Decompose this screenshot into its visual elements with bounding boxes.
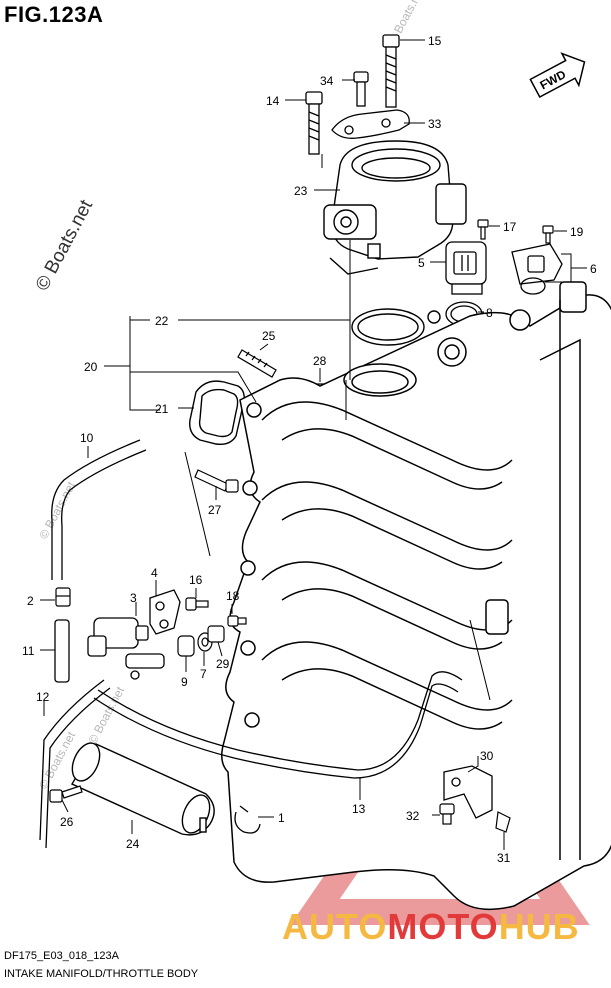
callout-1[interactable]: 1: [278, 811, 285, 825]
callout-31[interactable]: 31: [497, 851, 511, 865]
gasket-22[interactable]: [351, 308, 441, 346]
bolt-27[interactable]: [194, 469, 239, 493]
callout-6[interactable]: 6: [590, 262, 597, 276]
callout-33[interactable]: 33: [428, 117, 442, 131]
bolt-15[interactable]: [382, 34, 400, 108]
bolt-26[interactable]: [49, 785, 83, 803]
o-ring-6[interactable]: [520, 277, 546, 295]
gasket-21[interactable]: [189, 380, 245, 446]
callout-29[interactable]: 29: [216, 657, 230, 671]
stud-25[interactable]: [237, 349, 277, 378]
callout-15[interactable]: 15: [428, 34, 442, 48]
callout-23[interactable]: 23: [294, 184, 308, 198]
callout-19[interactable]: 19: [570, 225, 584, 239]
leader-lines: [40, 39, 587, 850]
canister-24[interactable]: [67, 739, 215, 837]
hose-10[interactable]: [51, 439, 147, 580]
valve-3[interactable]: [87, 617, 165, 680]
clip-1[interactable]: [234, 805, 261, 834]
bolt-18[interactable]: [227, 615, 247, 627]
callout-labels: 1 2 3 4 5 6 7 8 9 10 11 12 13 14 15 16 1…: [22, 34, 597, 865]
callout-9[interactable]: 9: [181, 675, 188, 689]
callout-13[interactable]: 13: [352, 802, 366, 816]
bolt-14[interactable]: [305, 91, 323, 155]
callout-32[interactable]: 32: [406, 809, 420, 823]
fwd-arrow-icon: FWD: [529, 52, 586, 99]
callout-30[interactable]: 30: [480, 749, 494, 763]
brand-wordmark: AUTOMOTOHUB: [282, 906, 580, 948]
callout-20[interactable]: 20: [84, 360, 98, 374]
callout-14[interactable]: 14: [266, 94, 280, 108]
callout-17[interactable]: 17: [503, 220, 517, 234]
callout-24[interactable]: 24: [126, 837, 140, 851]
washer-29[interactable]: [207, 625, 225, 643]
callout-25[interactable]: 25: [262, 329, 276, 343]
hose-11[interactable]: [54, 619, 70, 683]
brand-part-auto: AUTO: [282, 906, 388, 947]
callout-5[interactable]: 5: [418, 256, 425, 270]
callout-21[interactable]: 21: [155, 402, 169, 416]
callout-8[interactable]: 8: [486, 306, 493, 320]
bolt-16[interactable]: [185, 597, 209, 611]
hose-13[interactable]: [93, 671, 463, 779]
callout-4[interactable]: 4: [151, 566, 158, 580]
hose-12[interactable]: [39, 679, 111, 849]
callout-26[interactable]: 26: [60, 815, 74, 829]
clip-31[interactable]: [495, 811, 511, 833]
bracket-33[interactable]: [331, 109, 410, 139]
bracket-4[interactable]: [149, 589, 181, 635]
callout-11[interactable]: 11: [22, 644, 35, 658]
figure-code: DF175_E03_018_123A: [4, 950, 119, 962]
screw-17[interactable]: [477, 219, 489, 240]
bolt-32[interactable]: [439, 803, 455, 825]
throttle-body-23[interactable]: [323, 140, 467, 275]
brand-part-moto: MOTO: [387, 906, 499, 947]
callout-12[interactable]: 12: [36, 690, 50, 704]
callout-2[interactable]: 2: [27, 594, 34, 608]
callout-28[interactable]: 28: [313, 354, 327, 368]
intake-manifold[interactable]: [221, 281, 611, 911]
callout-7[interactable]: 7: [200, 667, 207, 681]
joint-2[interactable]: [55, 587, 71, 607]
callout-10[interactable]: 10: [80, 431, 94, 445]
callout-22[interactable]: 22: [155, 314, 169, 328]
watermark-main: © Boats.net: [32, 196, 98, 294]
sensor-5[interactable]: [445, 241, 487, 295]
callout-27[interactable]: 27: [208, 503, 222, 517]
grommet-9[interactable]: [177, 635, 195, 657]
callout-16[interactable]: 16: [189, 573, 203, 587]
brand-part-hub: HUB: [498, 906, 580, 947]
callout-34[interactable]: 34: [320, 74, 334, 88]
callout-3[interactable]: 3: [130, 591, 137, 605]
bolt-34[interactable]: [353, 71, 369, 107]
figure-title: FIG.123A: [4, 2, 104, 27]
callout-18[interactable]: 18: [226, 589, 240, 603]
figure-name: INTAKE MANIFOLD/THROTTLE BODY: [4, 968, 199, 980]
sensor-6[interactable]: [511, 243, 563, 285]
screw-19[interactable]: [542, 225, 554, 244]
